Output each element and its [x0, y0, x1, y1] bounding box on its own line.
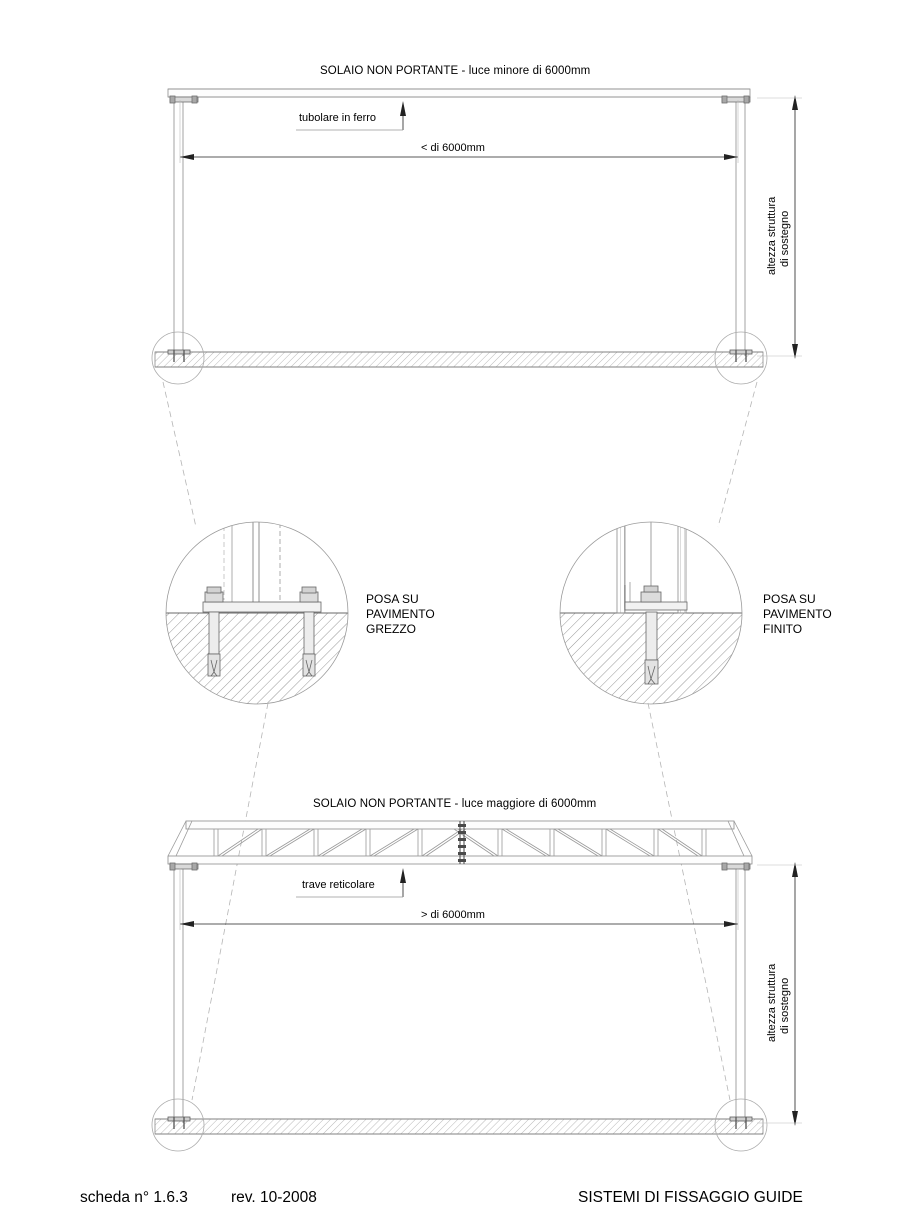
top-left-detail-circle [151, 331, 205, 385]
bottom-member-label: trave reticolare [302, 879, 375, 891]
bottom-diagram-title: SOLAIO NON PORTANTE - luce maggiore di 6… [313, 798, 597, 810]
bottom-left-column [173, 864, 184, 1123]
leader-top-left-detail [162, 381, 197, 528]
bottom-member-leader [296, 868, 406, 898]
top-right-column [735, 97, 746, 356]
right-detail-content [560, 522, 742, 704]
top-span-dimension-label: < di 6000mm [421, 142, 485, 154]
bottom-right-base-anchor [729, 1116, 753, 1129]
top-height-dimension-label-line2: di sostegno [779, 210, 791, 267]
left-detail-label-line3: GREZZO [366, 622, 416, 636]
top-diagram-title: SOLAIO NON PORTANTE - luce minore di 600… [320, 65, 591, 77]
top-left-column [173, 97, 184, 356]
bottom-right-top-bracket [721, 862, 751, 871]
leader-top-right-detail [717, 381, 758, 528]
top-floor-slab [154, 351, 764, 368]
top-left-ceiling-bracket [169, 95, 199, 104]
right-detail-label-line1: POSA SU [763, 592, 816, 606]
right-detail-circle [559, 521, 743, 705]
top-right-detail-circle [714, 331, 768, 385]
top-height-dimension-label-line1: altezza struttura [766, 196, 778, 275]
left-detail-content [166, 522, 348, 704]
top-member-label: tubolare in ferro [299, 112, 377, 124]
truss-end-webs [167, 820, 753, 857]
top-member-leader [296, 101, 406, 131]
leader-bottom-left-detail [191, 702, 269, 1101]
bottom-right-column [735, 864, 746, 1123]
left-detail-label-line2: PAVIMENTO [366, 607, 435, 621]
bottom-left-base-anchor [167, 1116, 191, 1129]
footer-sheet-number: scheda n° 1.6.3 [80, 1189, 188, 1206]
bottom-left-top-bracket [169, 862, 199, 871]
bottom-height-dimension-label-line2: di sostegno [779, 977, 791, 1034]
bottom-floor-slab [154, 1118, 764, 1135]
bottom-left-detail-circle [151, 1098, 205, 1152]
bottom-span-dimension [179, 868, 739, 930]
left-detail-label-line1: POSA SU [366, 592, 419, 606]
truss-web-left [213, 828, 467, 857]
leader-bottom-right-detail [647, 702, 731, 1101]
footer-revision: rev. 10-2008 [231, 1189, 317, 1206]
truss-web-right [453, 828, 707, 857]
right-detail-label-line2: PAVIMENTO [763, 607, 832, 621]
bottom-height-dimension-label-line1: altezza struttura [766, 963, 778, 1042]
top-left-base-anchor [167, 349, 191, 362]
right-detail-label-line3: FINITO [763, 622, 803, 636]
bottom-right-detail-circle [714, 1098, 768, 1152]
top-span-dimension [179, 100, 739, 163]
top-right-ceiling-bracket [721, 95, 751, 104]
footer-document-title: SISTEMI DI FISSAGGIO GUIDE [578, 1189, 803, 1206]
left-detail-circle [165, 521, 349, 705]
top-right-base-anchor [729, 349, 753, 362]
top-ceiling-beam [167, 88, 751, 98]
bottom-span-dimension-label: > di 6000mm [421, 909, 485, 921]
top-height-dimension [757, 95, 802, 359]
truss-center-splice [458, 821, 466, 864]
bottom-height-dimension [757, 862, 802, 1126]
